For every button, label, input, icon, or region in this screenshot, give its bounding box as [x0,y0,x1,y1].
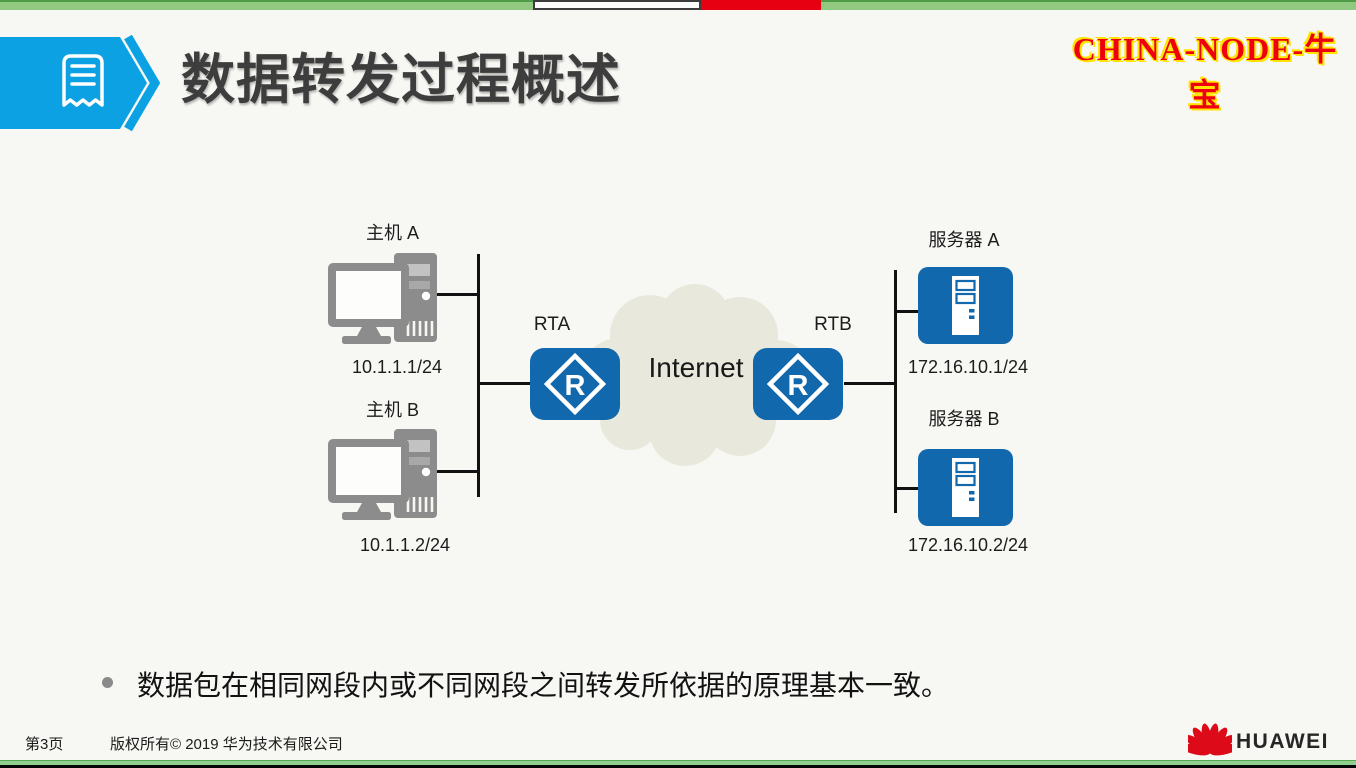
router-letter: R [788,370,809,402]
server-a-link-line [896,310,920,313]
internet-label: Internet [648,352,744,383]
router-letter: R [565,370,586,402]
rta-link-line [478,382,531,385]
rtb-label: RTB [814,314,852,335]
server-icon [918,267,1013,344]
watermark-text: CHINA-NODE-牛宝 [1072,31,1338,113]
host-a-label: 主机 A [365,223,419,243]
host-b-link-line [433,470,479,473]
page-number: 第3页 [25,736,64,753]
page-title: 数据转发过程概述 [181,50,621,110]
host-a-link-line [433,293,479,296]
rta-label: RTA [533,314,571,335]
footer-black-bar [0,765,1356,768]
huawei-logo-icon [1188,723,1232,756]
host-b-ip: 10.1.1.2/24 [359,535,451,555]
server-a-ip: 172.16.10.1/24 [907,357,1029,377]
bullet-text: 数据包在相同网段内或不同网段之间转发所依据的原理基本一致。 [137,670,950,701]
footer-green-line [0,760,1356,765]
copyright-text: 版权所有© 2019 华为技术有限公司 [110,736,343,753]
desktop-computer-icon [328,429,437,520]
server-a-label: 服务器 A [928,230,1000,250]
cloud-icon [578,284,810,466]
video-progress-bar[interactable] [0,0,1356,10]
server-b-label: 服务器 B [928,409,1000,429]
title-banner [0,34,161,132]
huawei-brand-text: HUAWEI [1236,730,1329,753]
server-b-ip: 172.16.10.2/24 [907,535,1029,555]
host-a-ip: 10.1.1.1/24 [351,357,443,377]
bullet-dot [102,677,113,688]
desktop-computer-icon [328,253,437,344]
server-b-link-line [896,487,920,490]
right-bus-line [894,270,897,513]
host-b-label: 主机 B [365,400,419,420]
document-icon [62,54,104,107]
left-bus-line [477,254,480,497]
router-icon: R [530,348,620,420]
rtb-link-line [844,382,896,385]
router-icon: R [753,348,843,420]
progress-current-segment[interactable] [701,0,821,10]
progress-watched-segment[interactable] [533,0,701,10]
server-icon [918,449,1013,526]
